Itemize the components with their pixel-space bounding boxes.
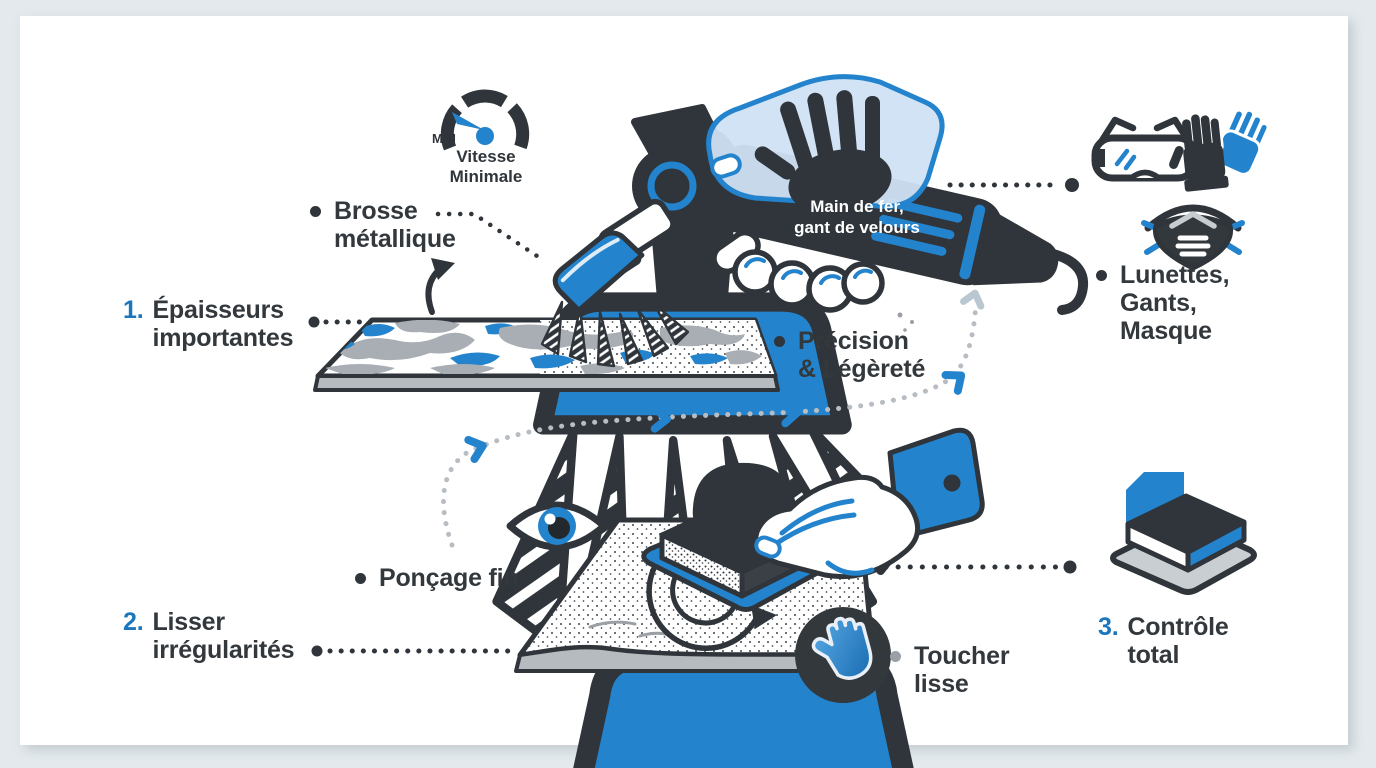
speedometer-icon: MIN [432, 89, 530, 151]
grinder-cable [1040, 247, 1089, 315]
angle-grinder-illustration [540, 74, 1089, 368]
flow-chevrons [464, 371, 966, 463]
precision-label: Précision& Légèreté [774, 327, 925, 383]
faded-arrow [959, 289, 985, 310]
dust-specks [897, 312, 914, 332]
fine-sanding-text: Ponçage fin [379, 564, 519, 592]
sanding-block-icon [1110, 472, 1257, 595]
gauge-min-label: MIN [432, 131, 456, 146]
grinder-cup-brush [552, 230, 645, 313]
stripped-surface-panel [313, 317, 780, 392]
protection-text: Lunettes,Gants,Masque [1120, 261, 1230, 345]
bullet-dot-gray [890, 651, 901, 662]
goggles-icon [1091, 116, 1199, 182]
velvet-glove-hand [706, 74, 945, 215]
connector-layer [308, 178, 1079, 657]
bullet-dot [1096, 270, 1107, 281]
step3-number: 3. [1098, 613, 1119, 641]
precision-text: Précision& Légèreté [798, 327, 926, 383]
sanding-hand [753, 427, 985, 580]
gripping-fingers [711, 229, 885, 313]
bullet-dot [774, 336, 785, 347]
open-hand-icon [811, 616, 873, 680]
grinder-motto: Main de fer,gant de velours [794, 197, 920, 237]
step2-number: 2. [123, 608, 144, 636]
gloves-icon [1169, 108, 1270, 192]
protection-label: Lunettes,Gants,Masque [1096, 261, 1230, 345]
step1-number: 1. [123, 296, 144, 324]
bullet-dot [355, 573, 366, 584]
hand-sanding-illustration [641, 427, 985, 612]
flow-path [441, 299, 979, 548]
mask-icon [1141, 204, 1245, 271]
eye-icon [506, 501, 608, 551]
smooth-touch-badge [795, 607, 891, 703]
fine-sanding-label: Ponçage fin [355, 564, 519, 592]
bullet-dot [310, 206, 321, 217]
grinder-brush-bristles [540, 300, 690, 368]
